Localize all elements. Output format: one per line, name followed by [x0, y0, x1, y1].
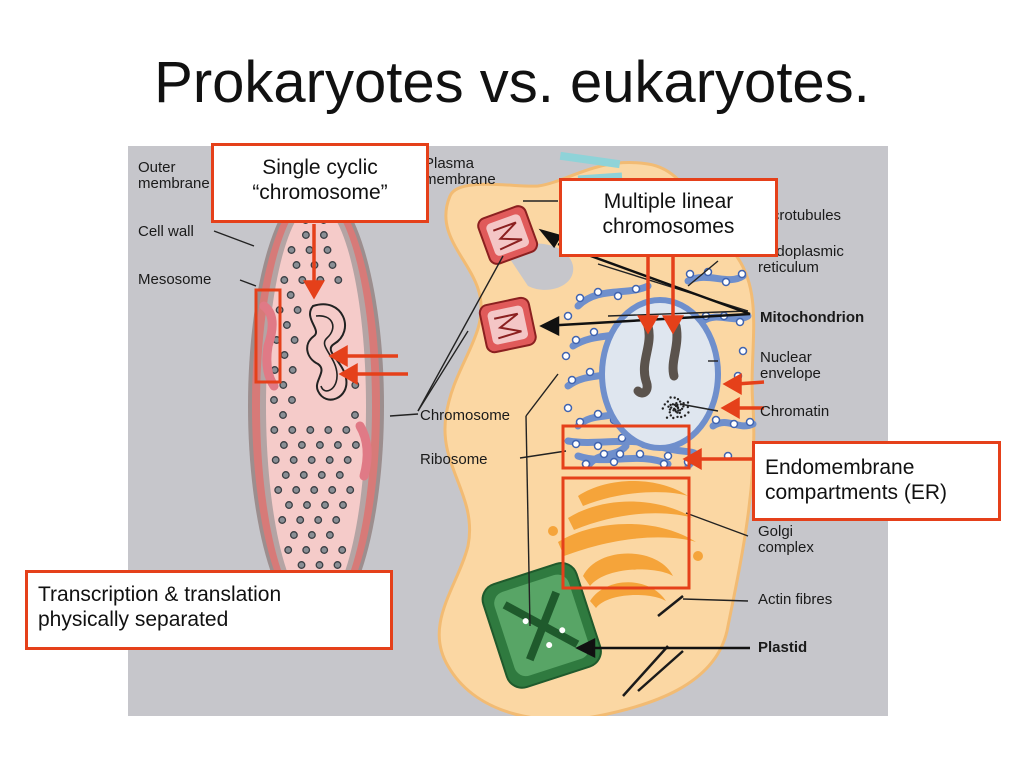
label-golgi: Golgi complex: [758, 524, 814, 556]
label-er-line1: Endoplasmic: [758, 243, 844, 260]
label-chromosome: Chromosome: [420, 407, 511, 424]
label-nuclear-envelope: Nuclear envelope: [760, 350, 821, 382]
label-er-line2: reticulum: [758, 259, 819, 276]
callout-multiple-line2: chromosomes: [602, 215, 735, 238]
callout-multiple-line1: Multiple linear: [603, 190, 734, 213]
label-actin: Actin fibres: [758, 591, 833, 608]
prokaryote-cell: [248, 184, 384, 628]
callout-multiple-linear: Multiple linear chromosomes: [559, 178, 778, 257]
label-outer-line1: Outer: [138, 159, 176, 176]
callout-single-cyclic: Single cyclic “chromosome”: [211, 143, 429, 223]
label-er: Endoplasmic reticulum: [758, 244, 844, 276]
label-outer-line2: membrane: [138, 175, 210, 192]
callout-endomembrane: Endomembrane compartments (ER): [752, 441, 1001, 521]
label-nuclear-line1: Nuclear: [760, 349, 812, 366]
label-golgi-line1: Golgi: [758, 523, 794, 540]
callout-single-line2: “chromosome”: [252, 181, 388, 204]
label-cell-wall: Cell wall: [138, 223, 194, 240]
label-golgi-line2: complex: [758, 539, 814, 556]
page-title: Prokaryotes vs. eukaryotes.: [154, 50, 870, 115]
callout-single-line1: Single cyclic: [262, 156, 378, 179]
label-ribosome: Ribosome: [420, 451, 488, 468]
label-plastid: Plastid: [758, 639, 808, 656]
label-mesosome: Mesosome: [138, 271, 212, 288]
label-outer-membrane: Outer membrane: [138, 160, 210, 192]
callout-transcription: Transcription & translation physically s…: [25, 570, 393, 650]
eukaryote-cell: [437, 151, 757, 716]
label-plasma-line1: Plasma: [424, 155, 475, 172]
callout-endo-line2: compartments (ER): [765, 481, 948, 504]
label-plasma-line2: membrane: [424, 171, 496, 188]
callout-trans-line1: Transcription & translation: [38, 583, 282, 606]
label-nuclear-line2: envelope: [760, 365, 821, 382]
callout-endo-line1: Endomembrane: [765, 456, 915, 479]
label-chromatin: Chromatin: [760, 403, 830, 420]
label-mitochondrion: Mitochondrion: [760, 309, 865, 326]
callout-trans-line2: physically separated: [38, 608, 229, 631]
label-plasma-membrane: Plasma membrane: [424, 156, 496, 188]
cell-illustration: [213, 151, 765, 716]
